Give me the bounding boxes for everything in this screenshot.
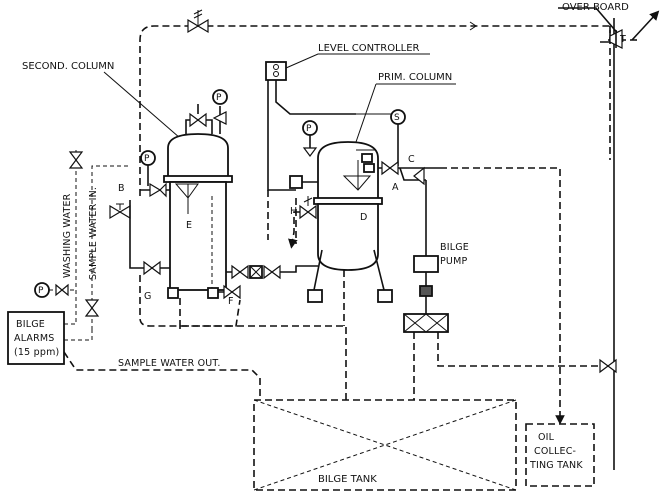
washing-water-line: WASHING WATER (62, 150, 84, 310)
bilge-tank-label: BILGE TANK (318, 474, 377, 485)
valve-label-e: E (186, 220, 192, 231)
valve-label-g: G (144, 291, 152, 302)
bilge-pump-line1: BILGE (440, 242, 469, 253)
second-column-leader (103, 71, 181, 139)
sample-water-out-label: SAMPLE WATER OUT. (118, 358, 221, 369)
over-board-label: OVER BOARD (562, 2, 629, 13)
wash-pressure-valve: P (34, 282, 76, 298)
bilge-alarms-line2: ALARMS (14, 333, 55, 344)
second-column-drain-loop: G F (129, 200, 347, 400)
pressure-label-4: P (306, 124, 312, 134)
overboard-valve-t: T (609, 29, 626, 49)
second-column-top-piping: P (185, 89, 228, 134)
bilge-pump-line2: PUMP (440, 256, 467, 267)
washing-water-label: WASHING WATER (62, 193, 73, 278)
bilge-tank: BILGE TANK (253, 399, 517, 491)
valve-label-a: A (392, 182, 399, 193)
second-column-vessel (163, 133, 233, 299)
prim-column-label: PRIM. COLUMN (378, 72, 452, 83)
second-column-label: SECOND. COLUMN (22, 61, 114, 72)
valve-a-c: C A (378, 154, 565, 425)
pressure-label-1: P (216, 93, 222, 103)
oil-collecting-tank: OIL COLLEC- TING TANK (525, 423, 595, 487)
valve-h: H (288, 196, 317, 249)
prim-column-instruments: P S (289, 109, 406, 189)
drain-lines (267, 190, 345, 326)
overboard-line (139, 7, 660, 470)
valve-label-b: B (118, 183, 125, 194)
valve-label-t: T (619, 34, 626, 45)
valve-b: B P (118, 150, 170, 198)
switch-label: S (394, 113, 400, 123)
oil-tank-line2: COLLEC- (534, 446, 576, 457)
valve-side-left (109, 203, 131, 220)
prim-column-leader (355, 83, 456, 143)
pressure-label-2: P (144, 154, 150, 164)
top-line-valve (187, 9, 477, 34)
sample-water-in-line: SAMPLE WATER IN. (84, 165, 130, 330)
prim-column-vessel: D (307, 141, 393, 303)
interconnecting-pipe (226, 264, 318, 280)
oil-tank-line3: TING TANK (529, 460, 583, 471)
level-controller-label: LEVEL CONTROLLER (318, 43, 420, 54)
bilge-alarms-box: BILGE ALARMS (15 ppm) SAMPLE WATER OUT. (7, 310, 261, 400)
valve-label-f: F (228, 296, 234, 307)
valve-label-d: D (360, 212, 368, 223)
sample-water-in-label: SAMPLE WATER IN. (88, 187, 99, 280)
bilge-alarms-line1: BILGE (16, 319, 45, 330)
bilge-alarms-line3: (15 ppm) (14, 347, 59, 358)
valve-label-c: C (408, 154, 415, 165)
oil-tank-line1: OIL (538, 432, 555, 443)
pressure-label-3: P (38, 286, 44, 296)
